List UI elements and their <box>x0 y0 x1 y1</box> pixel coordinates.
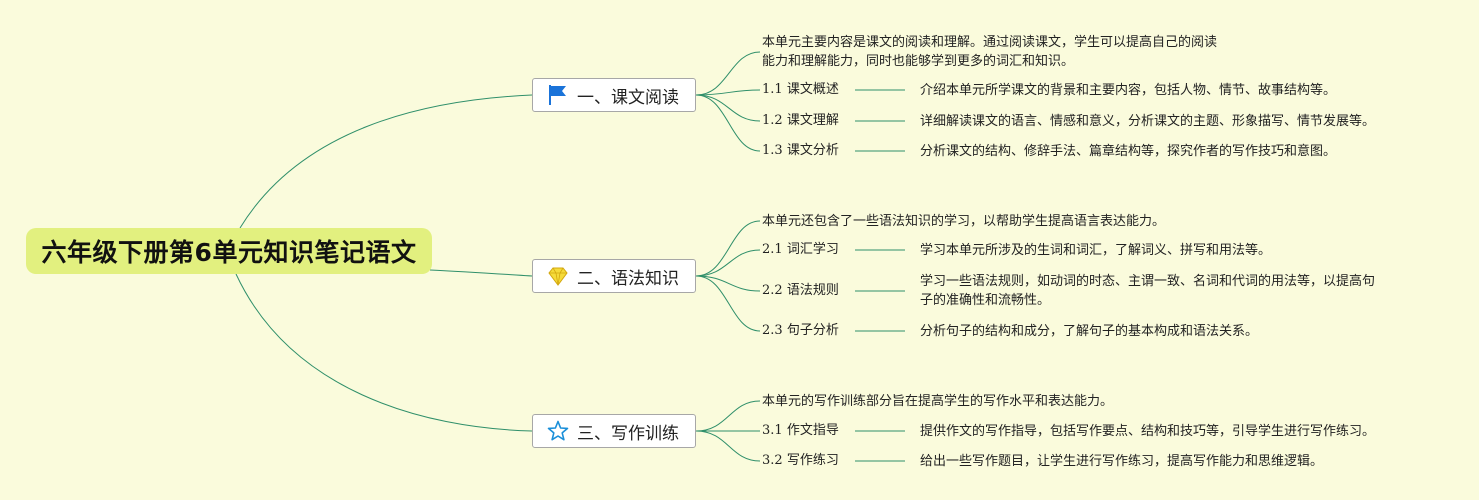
detail-2-2: 学习一些语法规则，如动词的时态、主谓一致、名词和代词的用法等，以提高句 子的准确… <box>920 274 1376 308</box>
edge-root-branch-1 <box>239 94 533 229</box>
edge-root-branch-2 <box>429 269 533 277</box>
sub-topic-3-1[interactable]: 3.1 作文指导 <box>762 423 839 438</box>
detail-1-3: 分析课文的结构、修辞手法、篇章结构等，探究作者的写作技巧和意图。 <box>920 144 1337 159</box>
edge-b1-summary <box>695 51 761 96</box>
branch-writing[interactable]: 三、写作训练 <box>532 414 696 448</box>
branch-summary: 本单元还包含了一些语法知识的学习，以帮助学生提高语言表达能力。 <box>762 214 1166 229</box>
sub-topic-2-3[interactable]: 2.3 句子分析 <box>762 323 839 338</box>
edge-b2-summary <box>695 220 761 277</box>
sub-topic-1-2[interactable]: 1.2 课文理解 <box>762 113 839 128</box>
sub-topic-2-1[interactable]: 2.1 词汇学习 <box>762 242 839 257</box>
edge-root-branch-3 <box>235 273 533 432</box>
edge-b3-summary <box>695 400 761 432</box>
detail-1-2: 详细解读课文的语言、情感和意义，分析课文的主题、形象描写、情节发展等。 <box>920 114 1376 129</box>
diamond-icon <box>547 265 573 287</box>
flag-icon <box>547 84 573 106</box>
sub-topic-2-2[interactable]: 2.2 语法规则 <box>762 283 839 298</box>
root-topic[interactable]: 六年级下册第6单元知识笔记语文 <box>26 228 432 274</box>
sub-topic-1-3[interactable]: 1.3 课文分析 <box>762 143 839 158</box>
sub-topic-1-1[interactable]: 1.1 课文概述 <box>762 82 839 97</box>
detail-2-3: 分析句子的结构和成分，了解句子的基本构成和语法关系。 <box>920 324 1259 339</box>
edge-b1-item3 <box>695 94 761 152</box>
edge-b3-item2 <box>695 430 761 462</box>
branch-summary: 本单元的写作训练部分旨在提高学生的写作水平和表达能力。 <box>762 394 1114 409</box>
edge-b2-item2 <box>695 275 761 292</box>
edge-b1-item2 <box>695 94 761 122</box>
branch-reading[interactable]: 一、课文阅读 <box>532 78 696 112</box>
edge-b2-item1 <box>695 249 761 277</box>
detail-3-2: 给出一些写作题目，让学生进行写作练习，提高写作能力和思维逻辑。 <box>920 454 1324 469</box>
branch-title: 三、写作训练 <box>577 423 679 444</box>
branch-grammar[interactable]: 二、语法知识 <box>532 259 696 293</box>
star-icon <box>547 420 573 442</box>
branch-title: 二、语法知识 <box>577 268 679 289</box>
edge-b1-item1 <box>695 89 761 96</box>
branch-title: 一、课文阅读 <box>577 87 679 108</box>
detail-1-1: 介绍本单元所学课文的背景和主要内容，包括人物、情节、故事结构等。 <box>920 83 1337 98</box>
branch-summary: 本单元主要内容是课文的阅读和理解。通过阅读课文，学生可以提高自己的阅读 能力和理… <box>762 35 1218 69</box>
detail-2-1: 学习本单元所涉及的生词和词汇，了解词义、拼写和用法等。 <box>920 243 1272 258</box>
detail-3-1: 提供作文的写作指导，包括写作要点、结构和技巧等，引导学生进行写作练习。 <box>920 424 1376 439</box>
edge-b2-item3 <box>695 275 761 332</box>
sub-topic-3-2[interactable]: 3.2 写作练习 <box>762 453 839 468</box>
